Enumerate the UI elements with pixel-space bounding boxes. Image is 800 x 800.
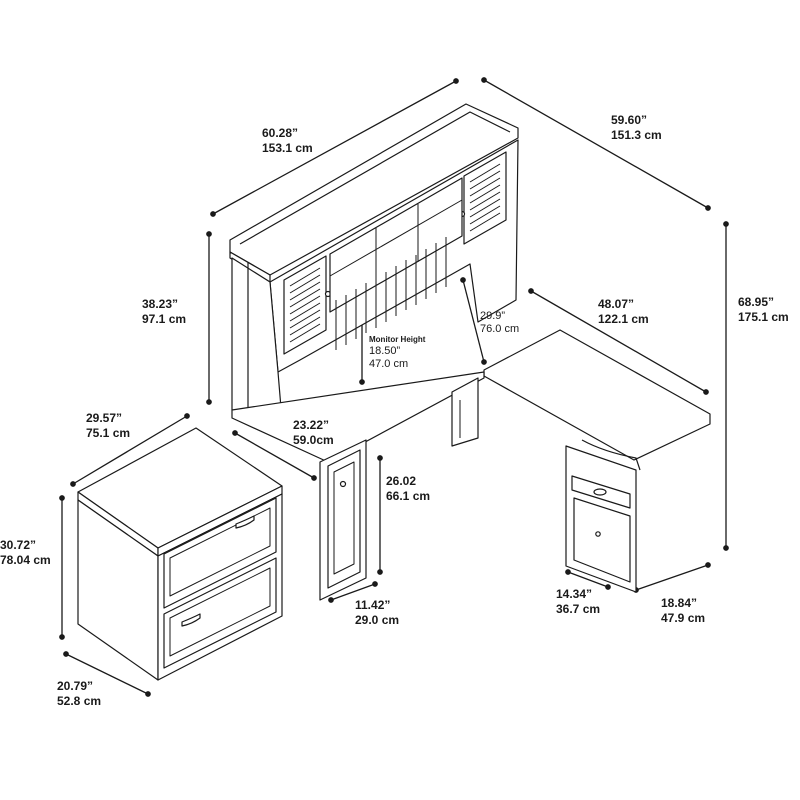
- dim-line-file-depth: [65, 653, 149, 695]
- overall-depth-metric: 151.3 cm: [611, 128, 662, 142]
- bottom-drawer-pull: [181, 613, 201, 627]
- label-return-depth: 18.84” 47.9 cm: [661, 596, 705, 626]
- label-overall-height: 68.95” 175.1 cm: [738, 295, 789, 325]
- file-width-imperial: 29.57”: [86, 411, 123, 425]
- label-file-height: 30.72” 78.04 cm: [0, 538, 51, 568]
- hutch-center-cubbies: [329, 177, 463, 313]
- right-door-louvers: [469, 163, 501, 232]
- dim-line-pedestal-width: [567, 571, 609, 588]
- label-knee-width: 23.22” 59.0cm: [293, 418, 334, 448]
- file-width-metric: 75.1 cm: [86, 426, 131, 440]
- l-desk: [231, 329, 711, 601]
- hutch-left-side: [231, 257, 283, 421]
- monitor-height-title: Monitor Height: [369, 335, 426, 344]
- knee-width-metric: 59.0cm: [293, 433, 334, 447]
- return-length-metric: 122.1 cm: [598, 312, 649, 326]
- return-depth-imperial: 18.84”: [661, 596, 698, 610]
- lateral-file-cabinet: [77, 427, 283, 681]
- cabinet-width-metric: 29.0 cm: [355, 613, 400, 627]
- file-depth-metric: 52.8 cm: [57, 694, 102, 708]
- label-monitor-height: Monitor Height 18.50” 47.0 cm: [369, 334, 425, 371]
- monitor-height-imperial: 18.50”: [369, 345, 401, 357]
- file-bottom-drawer: [163, 557, 277, 669]
- file-height-imperial: 30.72”: [0, 538, 37, 552]
- dim-line-cabinet-width: [330, 583, 376, 601]
- label-hutch-height: 38.23” 97.1 cm: [142, 297, 186, 327]
- dimension-lines: [59, 77, 729, 697]
- label-file-width: 29.57” 75.1 cm: [86, 411, 130, 441]
- return-depth-metric: 47.9 cm: [661, 611, 706, 625]
- left-door-louvers: [289, 267, 321, 343]
- label-cabinet-height: 26.02 66.1 cm: [386, 474, 430, 504]
- overall-depth-imperial: 59.60”: [611, 113, 648, 127]
- pedestal-width-metric: 36.7 cm: [556, 602, 601, 616]
- dim-line-file-width: [72, 415, 188, 485]
- dim-line-knee-height: [462, 279, 485, 363]
- file-height-metric: 78.04 cm: [0, 553, 51, 567]
- knee-width-imperial: 23.22”: [293, 418, 330, 432]
- knee-height-metric: 76.0 cm: [480, 323, 520, 335]
- desk-modesty-panel: [451, 377, 479, 447]
- label-return-length: 48.07” 122.1 cm: [598, 297, 649, 327]
- dim-line-knee-width: [234, 432, 315, 479]
- dim-line-return-depth: [635, 564, 709, 591]
- file-top-drawer: [163, 497, 277, 609]
- label-file-depth: 20.79” 52.8 cm: [57, 679, 101, 709]
- top-drawer-pull: [235, 515, 255, 529]
- hutch-back-slats: [335, 237, 447, 350]
- dim-line-overall-depth: [483, 79, 709, 209]
- label-cabinet-width: 11.42” 29.0 cm: [355, 598, 399, 628]
- label-hutch-width: 60.28” 153.1 cm: [262, 126, 313, 156]
- pedestal-door: [573, 497, 631, 583]
- hutch-width-imperial: 60.28”: [262, 126, 299, 140]
- cabinet-height-imperial: 26.02: [386, 474, 417, 488]
- cabinet-width-imperial: 11.42”: [355, 598, 391, 612]
- desk-return-top: [483, 329, 711, 461]
- label-overall-depth: 59.60” 151.3 cm: [611, 113, 662, 143]
- knee-height-imperial: 29.9”: [480, 310, 506, 322]
- hutch-height-imperial: 38.23”: [142, 297, 179, 311]
- desk-left-cabinet-door: [327, 449, 361, 589]
- pedestal-width-imperial: 14.34”: [556, 587, 593, 601]
- label-knee-height: 29.9” 76.0 cm: [480, 310, 519, 336]
- hutch-width-metric: 153.1 cm: [262, 141, 313, 155]
- desk-main-top: [231, 371, 485, 463]
- hutch-height-metric: 97.1 cm: [142, 312, 187, 326]
- cabinet-height-metric: 66.1 cm: [386, 489, 431, 503]
- overall-height-imperial: 68.95”: [738, 295, 775, 309]
- label-pedestal-width: 14.34” 36.7 cm: [556, 587, 600, 617]
- monitor-height-metric: 47.0 cm: [369, 358, 409, 370]
- dim-line-hutch-width: [212, 80, 457, 215]
- return-length-imperial: 48.07”: [598, 297, 635, 311]
- hutch: [229, 103, 519, 421]
- file-depth-imperial: 20.79”: [57, 679, 94, 693]
- dim-line-return-length: [530, 290, 707, 393]
- overall-height-metric: 175.1 cm: [738, 310, 789, 324]
